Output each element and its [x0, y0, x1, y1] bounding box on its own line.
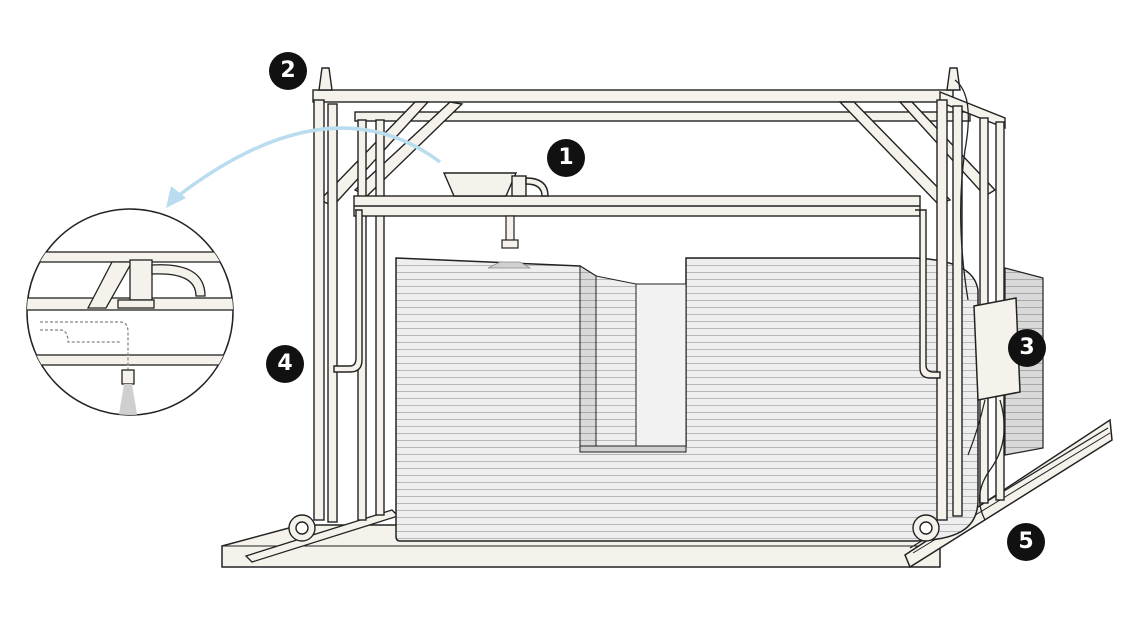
print-beam — [333, 195, 941, 379]
hopper — [442, 172, 549, 197]
callout-4: 4 — [266, 345, 304, 383]
callout-5: 5 — [1007, 523, 1045, 561]
zoom-inset — [26, 208, 234, 416]
control-box — [954, 79, 1021, 521]
callout-3: 3 — [1008, 329, 1046, 367]
curved-arrow — [166, 126, 442, 208]
printed-wall — [395, 257, 979, 542]
print-head — [487, 215, 532, 269]
callout-1: 1 — [547, 139, 585, 177]
callout-2: 2 — [269, 52, 307, 90]
